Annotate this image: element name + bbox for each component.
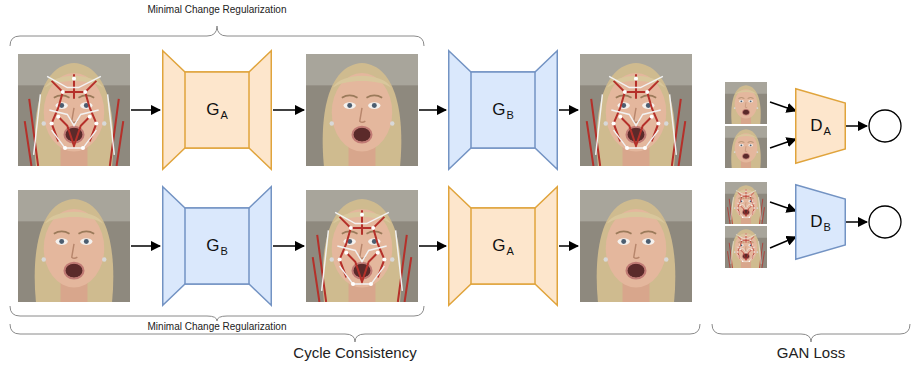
bracket-label-box: Cycle Consistency <box>293 344 416 361</box>
bracket-label: GAN Loss <box>777 344 845 361</box>
symbol-letter: G <box>492 236 505 256</box>
bracket-label: Minimal Change Regularization <box>148 4 287 15</box>
generator: GA <box>162 50 272 170</box>
face-photo <box>306 54 418 166</box>
face-photo <box>580 54 692 166</box>
subscript: A <box>506 245 513 257</box>
face-thumb <box>725 226 767 268</box>
face-photo <box>580 190 692 302</box>
face-thumb <box>725 182 767 224</box>
node-label: DA <box>795 88 849 164</box>
node-label: GA <box>162 50 272 170</box>
bracket-label-box: Minimal Change Regularization <box>148 4 287 15</box>
discriminator: DA <box>795 88 846 164</box>
generator: GB <box>162 186 272 306</box>
symbol-letter: G <box>492 100 505 120</box>
symbol-letter: G <box>206 100 219 120</box>
bracket-label-box: Minimal Change Regularization <box>148 321 287 332</box>
face-photo <box>306 190 418 302</box>
node-label: GA <box>448 186 558 306</box>
node-label: GB <box>162 186 272 306</box>
face-photo <box>18 54 130 166</box>
symbol-letter: D <box>810 212 822 232</box>
subscript: B <box>506 109 513 121</box>
face-thumb <box>725 126 767 168</box>
face-photo <box>18 190 130 302</box>
generator: GB <box>448 50 558 170</box>
bracket-label: Cycle Consistency <box>293 344 416 361</box>
face-thumb <box>725 82 767 124</box>
subscript: A <box>220 109 227 121</box>
braces <box>10 26 910 342</box>
node-label: DB <box>795 184 849 260</box>
symbol-letter: G <box>206 236 219 256</box>
symbol-letter: D <box>810 116 822 136</box>
subscript: A <box>823 125 830 137</box>
discriminator: DB <box>795 184 846 260</box>
subscript: B <box>823 221 830 233</box>
bracket-label-box: GAN Loss <box>777 344 845 361</box>
output-circle <box>869 206 901 238</box>
generator: GA <box>448 186 558 306</box>
subscript: B <box>220 245 227 257</box>
node-label: GB <box>448 50 558 170</box>
output-circle <box>869 110 901 142</box>
bracket-label: Minimal Change Regularization <box>148 321 287 332</box>
